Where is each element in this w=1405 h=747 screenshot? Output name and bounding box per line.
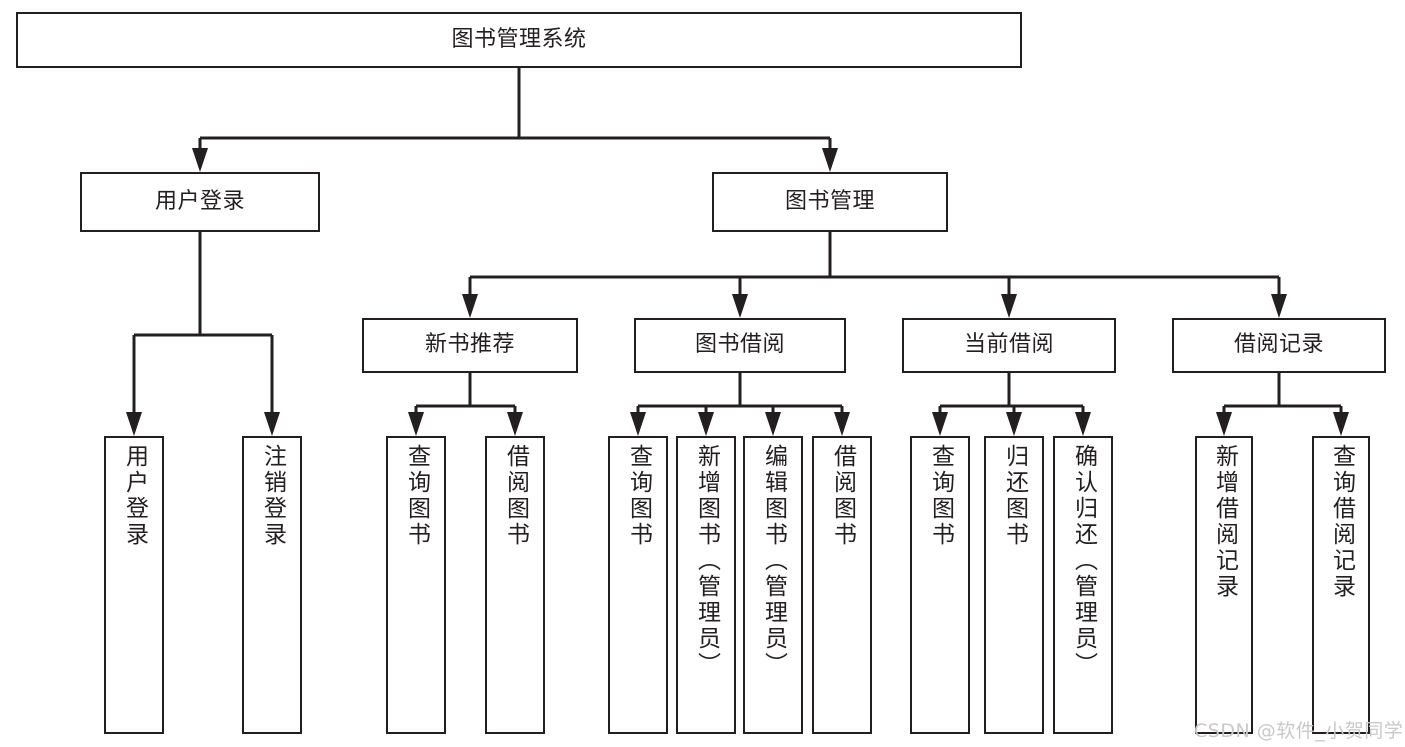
node-label-leaf-add-book-admin: 新增图书（管理员） (693, 444, 720, 678)
node-label-leaf-query-book-borrow: 查询图书 (625, 444, 652, 548)
node-label-root: 图书管理系统 (451, 26, 587, 52)
node-leaf-query-borrow-record[interactable]: 查询借阅记录 (1312, 436, 1370, 734)
node-label-leaf-confirm-return-admin: 确认归还（管理员） (1070, 444, 1097, 678)
node-label-new-book-recommend: 新书推荐 (424, 332, 515, 358)
node-leaf-add-book-admin[interactable]: 新增图书（管理员） (676, 436, 736, 734)
node-label-leaf-return-book: 归还图书 (1001, 444, 1028, 548)
node-label-leaf-add-borrow-record: 新增借阅记录 (1211, 444, 1238, 600)
node-label-borrow-record: 借阅记录 (1233, 332, 1324, 358)
node-label-leaf-query-book-current: 查询图书 (927, 444, 954, 548)
node-leaf-user-login[interactable]: 用户登录 (104, 436, 164, 734)
node-label-user-login: 用户登录 (154, 188, 245, 214)
node-label-current-borrow: 当前借阅 (963, 332, 1054, 358)
node-user-login[interactable]: 用户登录 (80, 172, 320, 232)
node-label-book-borrow: 图书借阅 (694, 332, 785, 358)
node-book-borrow[interactable]: 图书借阅 (634, 318, 846, 373)
node-leaf-borrow-book-rec[interactable]: 借阅图书 (485, 436, 545, 734)
node-root[interactable]: 图书管理系统 (16, 12, 1022, 68)
node-borrow-record[interactable]: 借阅记录 (1172, 318, 1386, 373)
node-label-leaf-borrow-book: 借阅图书 (829, 444, 856, 548)
node-leaf-edit-book-admin[interactable]: 编辑图书（管理员） (743, 436, 803, 734)
node-leaf-borrow-book[interactable]: 借阅图书 (812, 436, 872, 734)
node-label-leaf-logout-login: 注销登录 (259, 444, 286, 548)
edge-layer (126, 68, 1349, 436)
node-current-borrow[interactable]: 当前借阅 (902, 318, 1116, 373)
node-leaf-return-book[interactable]: 归还图书 (984, 436, 1044, 734)
node-leaf-add-borrow-record[interactable]: 新增借阅记录 (1195, 436, 1253, 734)
node-label-leaf-query-borrow-record: 查询借阅记录 (1328, 444, 1355, 600)
node-book-manage[interactable]: 图书管理 (712, 172, 948, 232)
node-new-book-recommend[interactable]: 新书推荐 (362, 318, 578, 373)
node-leaf-query-book-current[interactable]: 查询图书 (910, 436, 970, 734)
csdn-watermark: CSDN @软件_小贺同学 (1194, 720, 1404, 742)
node-leaf-query-book-rec[interactable]: 查询图书 (386, 436, 446, 734)
node-label-leaf-user-login: 用户登录 (121, 444, 148, 548)
node-label-leaf-borrow-book-rec: 借阅图书 (502, 444, 529, 548)
node-leaf-logout-login[interactable]: 注销登录 (242, 436, 302, 734)
node-label-book-manage: 图书管理 (784, 188, 875, 214)
node-label-leaf-query-book-rec: 查询图书 (403, 444, 430, 548)
node-leaf-query-book-borrow[interactable]: 查询图书 (608, 436, 668, 734)
node-leaf-confirm-return-admin[interactable]: 确认归还（管理员） (1053, 436, 1113, 734)
node-label-leaf-edit-book-admin: 编辑图书（管理员） (760, 444, 787, 678)
